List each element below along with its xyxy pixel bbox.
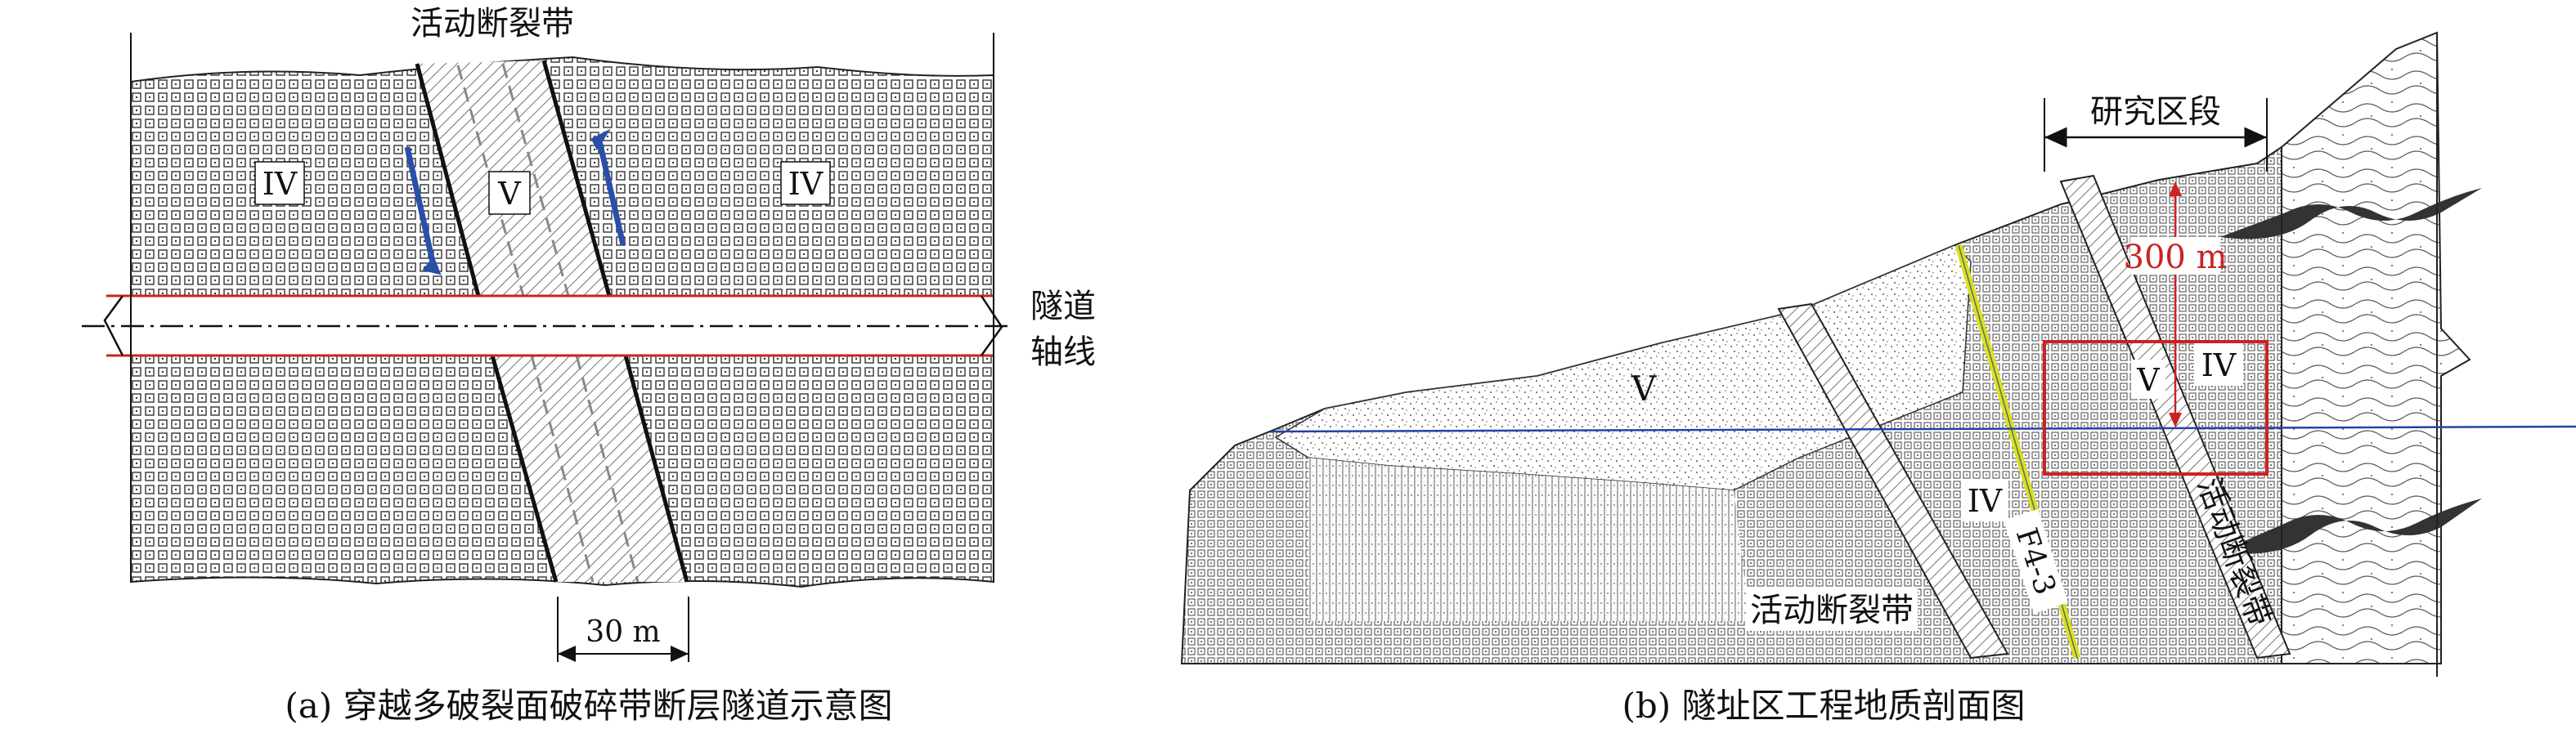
active-fault-zone-label: 活动断裂带 [411, 5, 574, 42]
scale-label: 30 m [586, 615, 660, 649]
zone-label-v-box: V [2136, 362, 2160, 398]
wavy-band-upper [2220, 188, 2482, 239]
panel-a: IV V IV 活动断裂带 隧道 轴线 30 m (a) 穿越多破裂面破碎带断层… [82, 5, 1096, 726]
zone-label-iv-left: IV [263, 166, 298, 202]
wavy-mountain [2281, 31, 2471, 664]
zone-label-v-left: V [1631, 369, 1657, 409]
zone-label-iv-right: IV [788, 166, 824, 202]
depth-label: 300 m [2124, 239, 2228, 276]
tunnel-axis-label-2: 轴线 [1030, 333, 1096, 371]
study-section-label: 研究区段 [2090, 93, 2221, 131]
study-section-box [2043, 340, 2269, 476]
caption-a: (a) 穿越多破裂面破碎带断层隧道示意图 [285, 686, 892, 726]
zone-label-iv-box: IV [2201, 347, 2237, 383]
vertical-line-zone [1308, 458, 1750, 621]
slip-arrows [404, 128, 626, 275]
wavy-band-lower [2220, 499, 2482, 554]
zone-label-v-center: V [497, 176, 521, 212]
fault-label-lower: 活动断裂带 [1750, 592, 1914, 629]
water-table-line [1271, 425, 2576, 433]
caption-b: (b) 隧址区工程地质剖面图 [1622, 686, 2025, 726]
tunnel-axis-label-1: 隧道 [1030, 288, 1096, 325]
fault-boundaries [415, 60, 689, 583]
zone-label-iv-lower: IV [1968, 483, 2003, 519]
break-right [980, 295, 1003, 356]
fault-band-lower-left [1777, 302, 2009, 660]
break-left [103, 295, 124, 356]
panel-b: 300 m 研究区段 V V IV IV 活动断裂带 F4-3 活动断裂带 (b… [1180, 31, 2576, 726]
